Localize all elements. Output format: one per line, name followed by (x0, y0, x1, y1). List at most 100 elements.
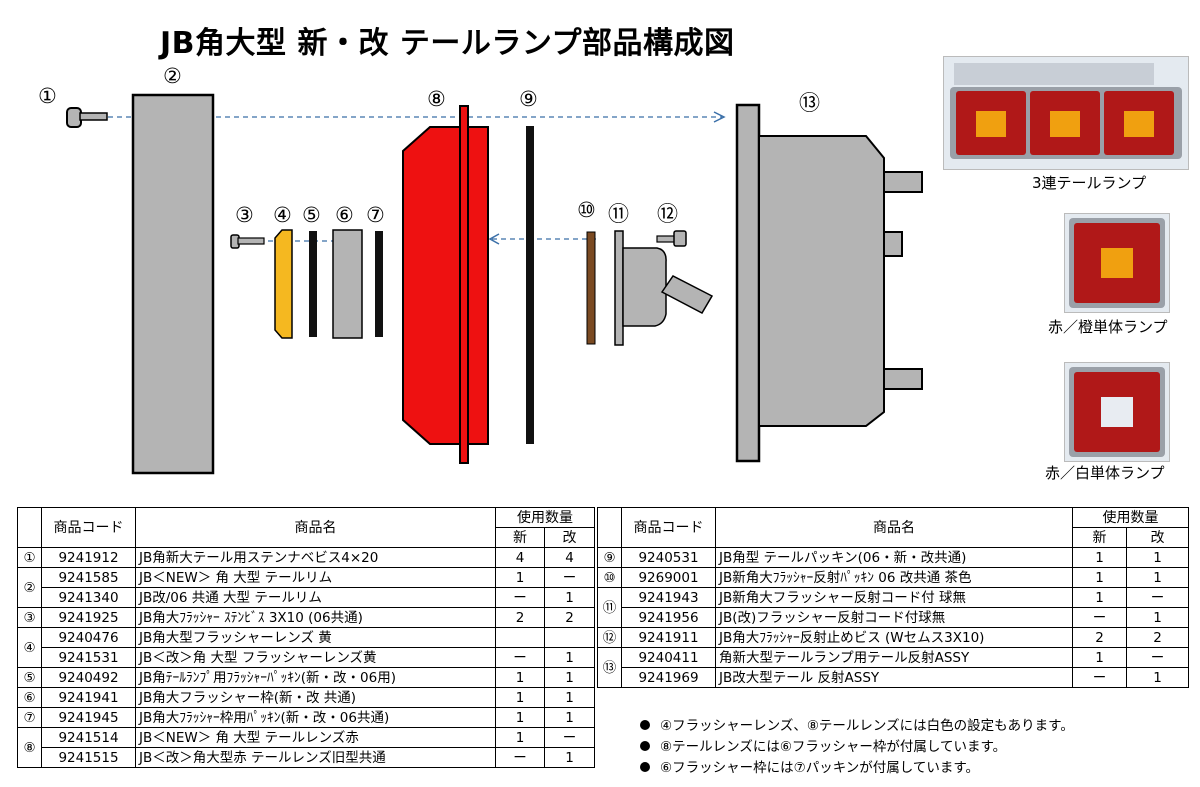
header-name: 商品名 (135, 507, 496, 548)
caption-red-amber-lamp: 赤／橙単体ランプ (1048, 318, 1168, 336)
qty-kai-cell: 1 (544, 687, 595, 708)
part-number-cell: ③ (17, 607, 42, 628)
label-1: ① (38, 84, 57, 108)
qty-kai-cell: 4 (544, 547, 595, 568)
qty-new-cell: 1 (495, 707, 545, 728)
reflector-arrow-head (488, 233, 500, 245)
reflector-packing-10 (586, 231, 596, 345)
product-code-cell: 9241925 (41, 607, 136, 628)
product-name-cell: JB＜NEW＞ 角 大型 テールリム (135, 567, 496, 588)
qty-new-cell: ー (495, 647, 545, 668)
screw-1-shaft (79, 112, 108, 121)
bullet-icon (640, 741, 650, 751)
qty-new-cell: 1 (1072, 547, 1127, 568)
top-arrow-head (713, 111, 726, 123)
header-code: 商品コード (41, 507, 136, 548)
product-name-cell: JB(改)フラッシャー反射コード付球無 (715, 607, 1073, 628)
qty-new-cell: 1 (495, 567, 545, 588)
qty-kai-cell: 1 (1126, 547, 1189, 568)
header-num (17, 507, 42, 548)
photo-red-amber-lamp (1064, 213, 1170, 313)
qty-kai-cell: ー (544, 727, 595, 748)
label-8: ⑧ (427, 87, 446, 111)
qty-kai-cell: ー (544, 567, 595, 588)
product-code-cell: 9241969 (621, 667, 716, 688)
product-code-cell: 9240411 (621, 647, 716, 668)
header-name: 商品名 (715, 507, 1073, 548)
product-name-cell: JB角ﾃｰﾙﾗﾝﾌﾟ用ﾌﾗｯｼｬｰﾊﾟｯｷﾝ(新・改・06用) (135, 667, 496, 688)
header-qty: 使用数量 (1072, 507, 1189, 528)
reflector-plate-11 (614, 230, 624, 346)
qty-kai-cell: 2 (544, 607, 595, 628)
note-text: ④フラッシャーレンズ、⑧テールレンズには白色の設定もあります。 (660, 718, 1074, 734)
header-kai: 改 (1126, 527, 1189, 548)
qty-new-cell: 1 (495, 667, 545, 688)
product-code-cell: 9241514 (41, 727, 136, 748)
product-name-cell: JB＜NEW＞ 角 大型 テールレンズ赤 (135, 727, 496, 748)
tail-lens-8 (402, 126, 489, 445)
product-name-cell: JB角新大テール用ステンナベビス4×20 (135, 547, 496, 568)
note-text: ⑧テールレンズには⑥フラッシャー枠が付属しています。 (660, 739, 1007, 755)
product-code-cell: 9241911 (621, 627, 716, 648)
product-code-cell: 9241585 (41, 567, 136, 588)
qty-new-cell: ー (1072, 667, 1127, 688)
housing-stud-top (883, 171, 923, 193)
label-2: ② (163, 64, 182, 88)
product-code-cell: 9240492 (41, 667, 136, 688)
product-name-cell: JB新角大ﾌﾗｯｼｬｰ反射ﾊﾟｯｷﾝ 06 改共通 茶色 (715, 567, 1073, 588)
qty-new-cell: ー (1072, 607, 1127, 628)
qty-kai-cell: 2 (1126, 627, 1189, 648)
notes: ④フラッシャーレンズ、⑧テールレンズには白色の設定もあります。 ⑧テールレンズに… (640, 716, 1074, 779)
note-text: ⑥フラッシャー枠には⑦パッキンが付属しています。 (660, 760, 980, 776)
housing-connector (883, 231, 903, 257)
part-number-cell: ⑫ (597, 627, 622, 648)
qty-new-cell: 4 (495, 547, 545, 568)
qty-kai-cell: 1 (544, 707, 595, 728)
product-code-cell: 9241945 (41, 707, 136, 728)
part-number-cell: ⑩ (597, 567, 622, 588)
label-10: ⑩ (577, 198, 596, 222)
label-9: ⑨ (519, 87, 538, 111)
note-item: ⑥フラッシャー枠には⑦パッキンが付属しています。 (640, 758, 1074, 779)
qty-kai-cell (544, 627, 595, 648)
part-number-cell: ④ (17, 627, 42, 668)
label-3: ③ (235, 203, 254, 227)
qty-new-cell: 2 (1072, 627, 1127, 648)
product-name-cell: JB改大型テール 反射ASSY (715, 667, 1073, 688)
product-code-cell: 9241340 (41, 587, 136, 608)
frame-packing-7 (375, 231, 383, 337)
product-code-cell: 9240531 (621, 547, 716, 568)
photo-red-white-lamp (1064, 362, 1170, 462)
product-name-cell: JB改/06 共通 大型 テールリム (135, 587, 496, 608)
screw-3-shaft (237, 237, 265, 245)
screw-12-shaft (656, 235, 676, 243)
product-name-cell: JB角大ﾌﾗｯｼｬｰ枠用ﾊﾟｯｷﾝ(新・改・06共通) (135, 707, 496, 728)
qty-new-cell: 1 (1072, 647, 1127, 668)
header-new: 新 (1072, 527, 1127, 548)
qty-kai-cell: 1 (1126, 607, 1189, 628)
housing-flange-13 (735, 103, 761, 463)
qty-kai-cell: 1 (1126, 567, 1189, 588)
product-code-cell: 9241531 (41, 647, 136, 668)
qty-new-cell: 1 (495, 727, 545, 748)
label-13: ⑬ (799, 91, 820, 115)
qty-kai-cell: 1 (1126, 667, 1189, 688)
bullet-icon (640, 720, 650, 730)
label-7: ⑦ (366, 203, 385, 227)
product-name-cell: JB角大型フラッシャーレンズ 黄 (135, 627, 496, 648)
part-number-cell: ⑬ (597, 647, 622, 688)
label-4: ④ (273, 203, 292, 227)
screw-12 (673, 230, 687, 247)
product-name-cell: JB角大フラッシャー枠(新・改 共通) (135, 687, 496, 708)
product-code-cell: 9241941 (41, 687, 136, 708)
part-number-cell: ⑧ (17, 727, 42, 768)
